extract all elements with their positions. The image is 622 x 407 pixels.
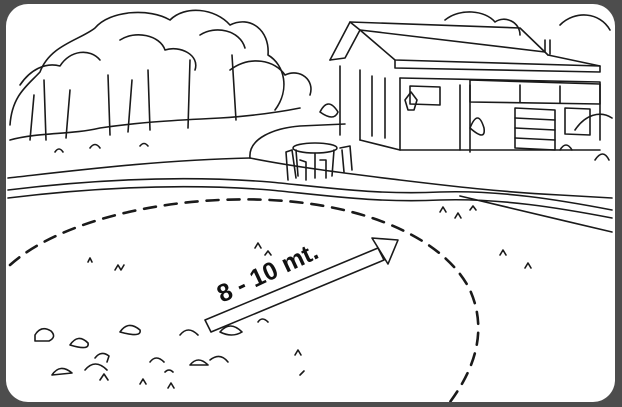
coverage-radius-arc: [10, 199, 478, 402]
patio-furniture: [286, 143, 352, 180]
illustration-panel: 8 - 10 mt.: [6, 4, 615, 402]
rocks-and-grass: [35, 145, 609, 388]
house: [320, 22, 600, 152]
terrace: [8, 124, 612, 232]
garden-illustration: 8 - 10 mt.: [6, 4, 615, 402]
